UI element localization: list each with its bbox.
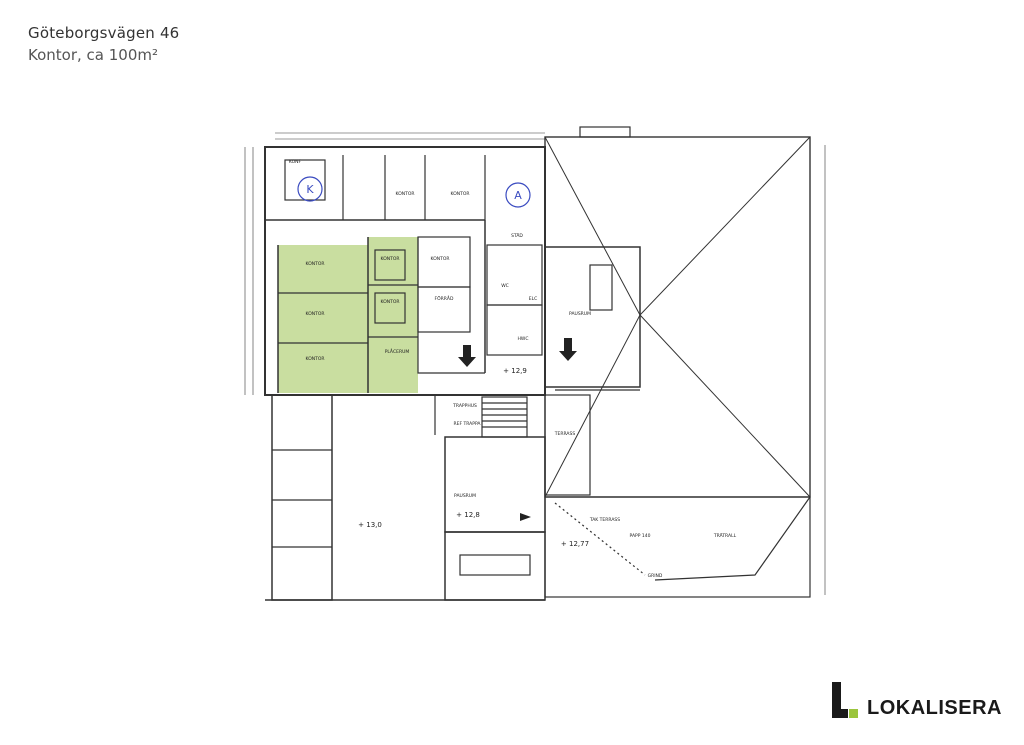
label-kontor-top1: KONTOR <box>395 191 414 197</box>
label-kontor-mid1: KONTOR <box>380 256 399 262</box>
marker-a: A <box>514 189 522 202</box>
label-terrass: TERRASS <box>554 431 576 437</box>
marker-k: K <box>306 183 314 196</box>
highlighted-area-2 <box>368 237 418 337</box>
level-3: + 12,8 <box>456 511 480 519</box>
label-kontor-left1: KONTOR <box>305 261 324 267</box>
brand-name: LOKALISERA <box>867 697 1002 719</box>
label-kontor-left3: KONTOR <box>305 356 324 362</box>
label-elc: ELC <box>529 296 538 302</box>
label-kontor-mid3: KONTOR <box>430 256 449 262</box>
label-ref-trappa: REF TRAPPA <box>454 421 482 427</box>
label-tak-terrass: TAK TERRASS <box>589 517 620 523</box>
label-tratrall: TRÄTRALL <box>713 532 737 539</box>
header: Göteborgsvägen 46 Kontor, ca 100m² <box>28 22 179 66</box>
floor-plan-drawing: K A KONF KONTOR KONTOR STÄD KONTOR KONTO… <box>244 126 826 601</box>
label-papp: PAPP 140 <box>630 533 651 539</box>
highlighted-area-3 <box>368 337 418 393</box>
label-forrad: FÖRRÅD <box>435 295 454 302</box>
label-kontor-left2: KONTOR <box>305 311 324 317</box>
label-placerum: PLÅCERUM <box>385 348 410 355</box>
page-subtitle: Kontor, ca 100m² <box>28 46 158 64</box>
level-1: + 12,9 <box>503 367 527 375</box>
page-title: Göteborgsvägen 46 <box>28 24 180 42</box>
label-kontor-top2: KONTOR <box>450 191 469 197</box>
label-hwc: HWC <box>518 336 529 342</box>
level-4: + 12,77 <box>561 540 589 548</box>
brand-logo: LOKALISERA <box>832 682 1002 718</box>
highlighted-area <box>278 245 368 393</box>
level-2: + 13,0 <box>358 521 382 529</box>
label-pausrum-bottom: PAUSRUM <box>454 493 476 499</box>
lokalisera-logo-icon <box>832 682 858 718</box>
label-pausrum-top: PAUSRUM <box>569 311 591 317</box>
floor-plan: K A KONF KONTOR KONTOR STÄD KONTOR KONTO… <box>235 125 835 605</box>
label-grind: GRIND <box>648 573 663 579</box>
label-kontor-mid2: KONTOR <box>380 299 399 305</box>
label-wc: WC <box>501 283 509 289</box>
label-trapphus: TRAPPHUS <box>452 403 477 409</box>
label-konf: KONF <box>289 159 302 165</box>
label-stad: STÄD <box>511 232 523 239</box>
